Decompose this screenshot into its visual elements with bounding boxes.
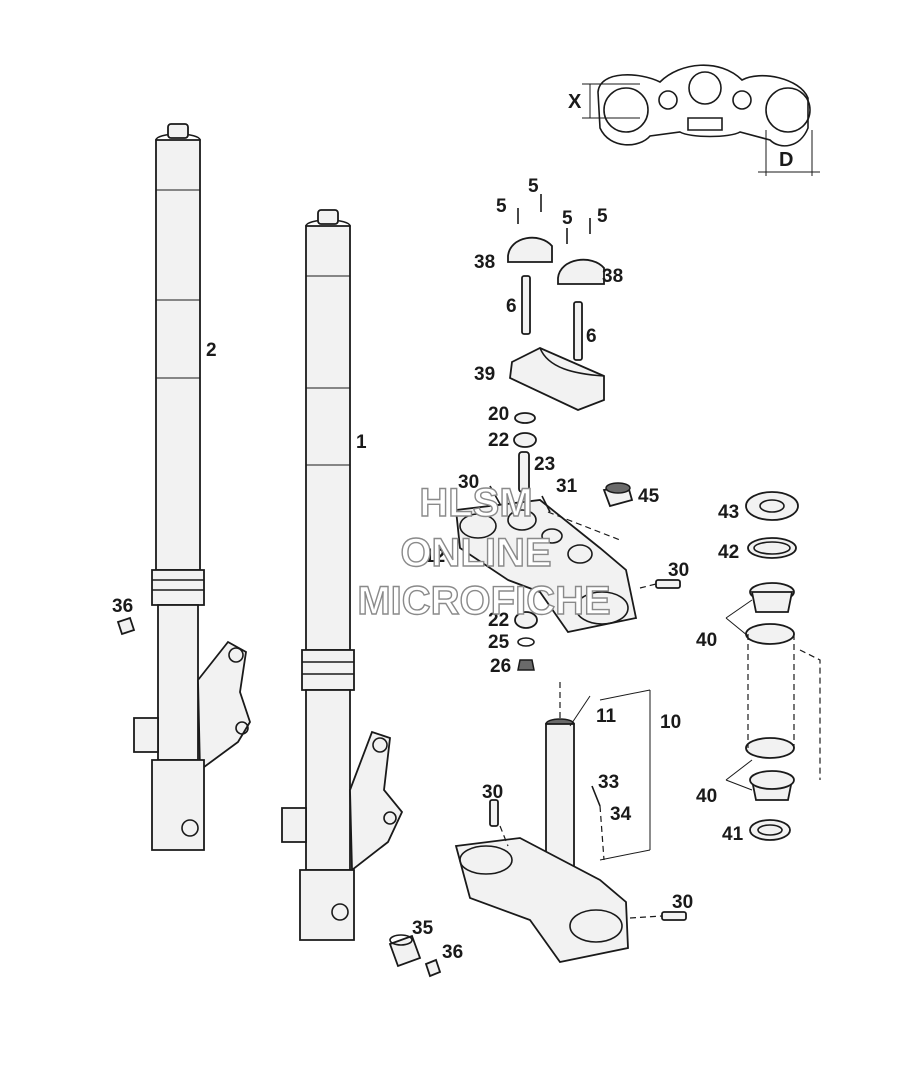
callout-22b: 22	[488, 610, 509, 631]
callout-6b: 6	[586, 326, 597, 347]
leader-lines	[499, 511, 753, 919]
handlebar-clamp-38-right	[557, 258, 605, 285]
callout-20: 20	[488, 404, 509, 425]
callout-10: 10	[660, 712, 681, 733]
stack-parts	[513, 412, 537, 493]
callout-45: 45	[638, 486, 660, 507]
callout-23: 23	[534, 454, 555, 475]
callout-11: 11	[596, 706, 617, 727]
dimension-x-label: X	[568, 91, 582, 113]
bolt-33	[591, 785, 601, 807]
upper-triple-clamp-12	[455, 499, 638, 634]
bolt-30-side-upper	[655, 579, 681, 589]
callout-5a: 5	[528, 176, 539, 197]
callout-30d: 30	[672, 892, 693, 913]
callout-43: 43	[718, 502, 739, 523]
callout-6a: 6	[506, 296, 517, 317]
callout-31: 31	[556, 476, 578, 497]
watermark-line-2: ONLINE	[400, 531, 551, 575]
bolt-30-lower	[489, 799, 499, 827]
callout-1: 1	[356, 432, 367, 453]
handlebar-clamp-38-left	[507, 236, 553, 263]
watermark-line-3: MICROFICHE	[357, 579, 610, 623]
part-36-nut-b	[424, 958, 442, 978]
bolt-30-upper	[489, 485, 501, 505]
callout-30b: 30	[668, 560, 689, 581]
bolt-31	[541, 495, 551, 513]
callout-42: 42	[718, 542, 739, 563]
cap-45	[602, 482, 634, 508]
steering-stem-11	[545, 718, 575, 871]
callout-38a: 38	[474, 252, 495, 273]
bolt-30-side-lower	[661, 911, 687, 921]
watermark: HLSM ONLINE MICROFICHE	[357, 480, 612, 623]
part-35-bushing	[388, 934, 422, 968]
fork-leg-1	[281, 209, 404, 941]
callout-30c: 30	[482, 782, 503, 803]
callout-25: 25	[488, 632, 510, 653]
watermark-line-1: HLSM	[419, 481, 532, 525]
bolts-5	[517, 194, 591, 244]
callout-39: 39	[474, 364, 495, 385]
callout-40a: 40	[696, 630, 717, 651]
dimension-inset: X D	[568, 64, 820, 176]
callout-2: 2	[206, 340, 217, 361]
callout-12: 12	[424, 546, 445, 567]
callout-36a: 36	[112, 596, 133, 617]
callout-5b: 5	[496, 196, 507, 217]
bolts-6	[521, 275, 583, 361]
callout-26: 26	[490, 656, 511, 677]
part-36-nut	[116, 616, 136, 636]
lower-triple-clamp-10	[454, 837, 629, 963]
callout-5c: 5	[562, 208, 573, 229]
callout-35: 35	[412, 918, 434, 939]
dimension-d-label: D	[779, 149, 793, 171]
bearing-parts	[745, 491, 821, 841]
bracket-39	[509, 347, 605, 411]
callout-30a: 30	[458, 472, 479, 493]
lower-washers	[514, 611, 538, 671]
callout-36b: 36	[442, 942, 463, 963]
callout-40b: 40	[696, 786, 717, 807]
callout-34: 34	[610, 804, 632, 825]
callout-5d: 5	[597, 206, 608, 227]
callout-22a: 22	[488, 430, 509, 451]
callout-33: 33	[598, 772, 619, 793]
fork-leg-2	[133, 123, 251, 851]
callout-labels: 1 2 5 5 5 5 6 6 10 11 12 20 22 22 23 25 …	[112, 176, 744, 963]
callout-41: 41	[722, 824, 744, 845]
callout-38b: 38	[602, 266, 623, 287]
